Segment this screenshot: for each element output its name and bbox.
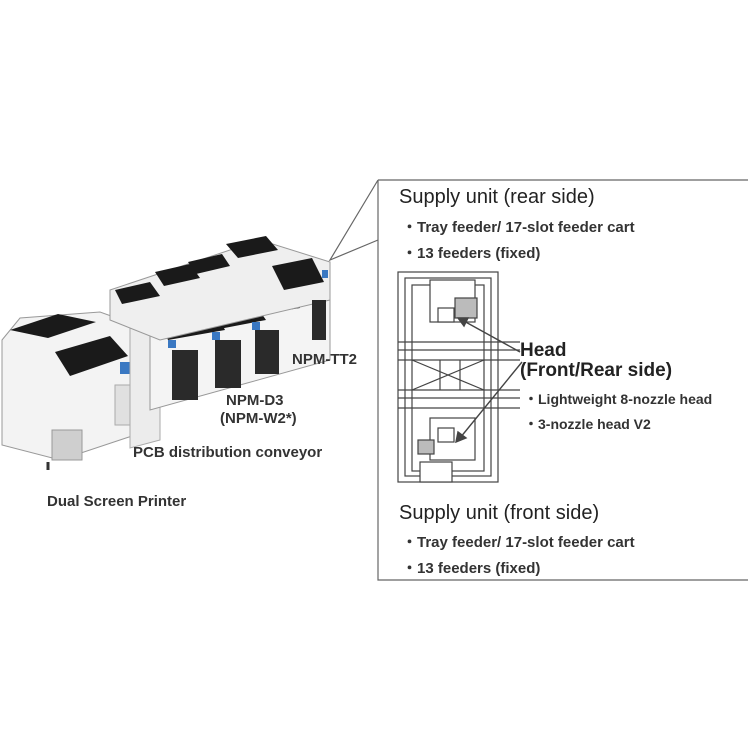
dual-screen-printer xyxy=(1,311,151,470)
supply-front-title: Supply unit (front side) xyxy=(399,502,600,524)
supply-rear-title: Supply unit (rear side) xyxy=(399,186,595,208)
pcb-conveyor-label: PCB distribution conveyor xyxy=(133,444,323,461)
callout-box xyxy=(328,179,748,581)
head-title: Head xyxy=(520,340,567,361)
head-schematic xyxy=(397,271,520,483)
head-subtitle: (Front/Rear side) xyxy=(520,360,673,381)
npm-tt2-machine xyxy=(109,236,331,341)
supply-rear-item-1: ・Tray feeder/ 17-slot feeder cart xyxy=(402,219,635,236)
printer-label: Dual Screen Printer xyxy=(47,493,187,510)
supply-front-item-2: ・13 feeders (fixed) xyxy=(402,560,541,577)
npm-w2-label: (NPM-W2*) xyxy=(220,410,297,427)
head-arrows xyxy=(455,317,523,444)
supply-front-item-1: ・Tray feeder/ 17-slot feeder cart xyxy=(402,534,635,551)
supply-rear-item-2: ・13 feeders (fixed) xyxy=(402,245,541,262)
head-item-1: ・Lightweight 8-nozzle head xyxy=(524,391,713,407)
npm-d3-label: NPM-D3 xyxy=(226,392,284,409)
head-item-2: ・3-nozzle head V2 xyxy=(524,416,651,432)
npm-tt2-label: NPM-TT2 xyxy=(292,351,357,368)
